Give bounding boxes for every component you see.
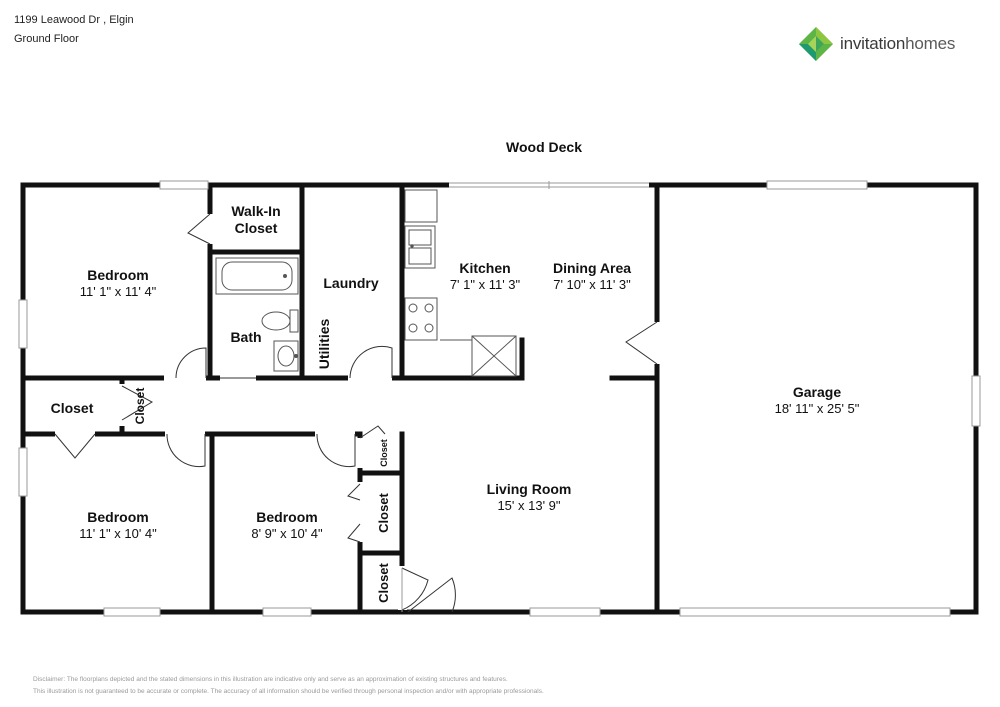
room-dims-kitchen: 7' 1" x 11' 3" — [450, 277, 521, 292]
room-name-hall-closet-small: Closet — [133, 388, 147, 425]
toilet-icon — [261, 309, 299, 333]
room-name-walk-in-line1: Walk-In — [231, 203, 280, 219]
stove-icon — [404, 297, 438, 341]
kitchen-island-icon — [440, 335, 517, 377]
kitchen-sink-icon — [404, 225, 436, 269]
room-name-walk-in-line2: Closet — [235, 220, 278, 236]
brand-logo: invitationhomes — [798, 26, 980, 62]
room-name-hall-closet: Closet — [51, 400, 94, 416]
room-name-bedroom-s: Bedroom — [256, 509, 317, 525]
wood-deck-label: Wood Deck — [506, 139, 582, 155]
room-dims-garage: 18' 11" x 25' 5" — [775, 401, 860, 416]
room-dims-dining: 7' 10" x 11' 3" — [553, 277, 631, 292]
room-name-kitchen: Kitchen — [459, 260, 510, 276]
bathtub-icon — [215, 257, 299, 295]
doors — [54, 213, 662, 613]
room-dims-bedroom-s: 8' 9" x 10' 4" — [251, 526, 323, 541]
room-name-bath: Bath — [230, 329, 261, 345]
brand-word-homes: homes — [905, 34, 956, 53]
floor-label: Ground Floor — [14, 33, 79, 45]
room-name-closet-b: Closet — [376, 492, 391, 532]
room-dims-living: 15' x 13' 9" — [497, 498, 560, 513]
fixtures — [215, 189, 517, 377]
property-address: 1199 Leawood Dr , Elgin — [14, 14, 134, 26]
plan-labels: Wood Deck Bedroom 11' 1" x 11' 4" Walk-I… — [51, 139, 860, 603]
green-diamond-logo-icon — [799, 27, 833, 61]
room-name-laundry: Laundry — [323, 275, 378, 291]
room-name-bedroom-sw: Bedroom — [87, 509, 148, 525]
disclaimer-line-1: Disclaimer: The floorplans depicted and … — [33, 676, 508, 683]
room-dims-bedroom-sw: 11' 1" x 10' 4" — [79, 526, 157, 541]
disclaimer-line-2: This illustration is not guaranteed to b… — [33, 688, 544, 695]
room-name-living: Living Room — [487, 481, 572, 497]
refrigerator-icon — [404, 189, 438, 223]
room-name-dining: Dining Area — [553, 260, 631, 276]
room-name-closet-c: Closet — [376, 562, 391, 602]
room-name-bedroom-nw: Bedroom — [87, 267, 148, 283]
room-name-garage: Garage — [793, 384, 841, 400]
brand-wordmark: invitationhomes — [840, 34, 955, 54]
room-name-closet-a: Closet — [379, 439, 389, 467]
room-dims-bedroom-nw: 11' 1" x 11' 4" — [80, 284, 157, 299]
brand-word-invitation: invitation — [840, 34, 906, 53]
room-name-utilities: Utilities — [316, 319, 332, 370]
bath-sink-icon — [273, 340, 299, 372]
windows — [18, 180, 981, 617]
